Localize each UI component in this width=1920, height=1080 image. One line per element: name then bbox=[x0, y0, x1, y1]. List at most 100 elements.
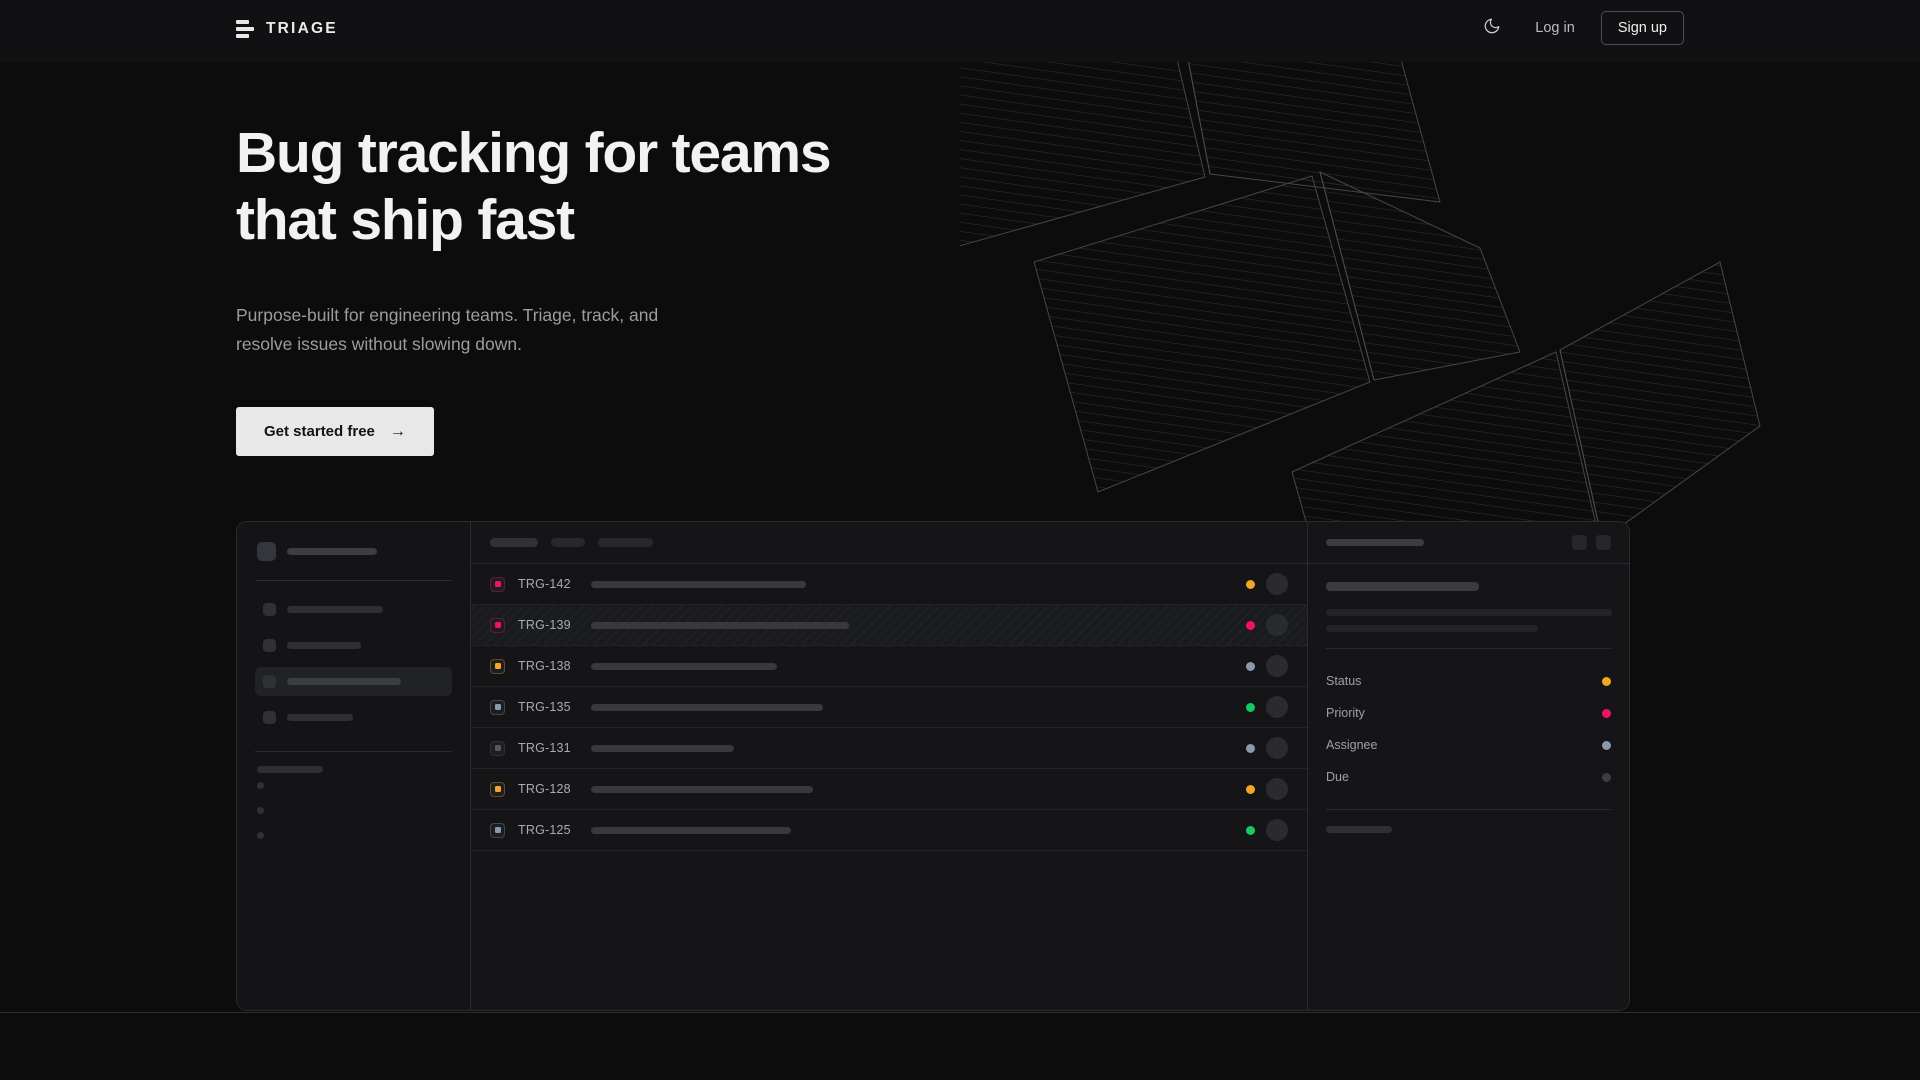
sidebar-nav bbox=[255, 595, 452, 732]
detail-meta-due[interactable]: Due bbox=[1326, 761, 1611, 793]
detail-divider-bottom bbox=[1326, 809, 1611, 810]
detail-description-line-2 bbox=[1326, 625, 1538, 632]
detail-header-title-placeholder bbox=[1326, 539, 1424, 546]
issue-row-meta bbox=[1246, 696, 1288, 718]
sidebar-item-3[interactable] bbox=[255, 667, 452, 696]
detail-description-line-1 bbox=[1326, 609, 1612, 616]
detail-meta-priority[interactable]: Priority bbox=[1326, 697, 1611, 729]
detail-meta-label: Assignee bbox=[1326, 738, 1378, 752]
workspace-logo-placeholder bbox=[257, 542, 276, 561]
detail-meta-value-dot bbox=[1602, 740, 1611, 750]
avatar[interactable] bbox=[1266, 819, 1288, 841]
avatar[interactable] bbox=[1266, 737, 1288, 759]
issue-title-placeholder bbox=[591, 826, 791, 834]
issue-type-icon bbox=[490, 781, 505, 797]
app-sidebar bbox=[237, 522, 471, 1010]
status-badge bbox=[1246, 661, 1255, 671]
detail-meta-assignee[interactable]: Assignee bbox=[1326, 729, 1611, 761]
detail-meta-value-dot bbox=[1602, 676, 1611, 686]
detail-meta-label: Due bbox=[1326, 770, 1349, 784]
issue-row-meta bbox=[1246, 655, 1288, 677]
sidebar-section-label-placeholder bbox=[257, 766, 323, 773]
sidebar-sub-item-3[interactable] bbox=[255, 823, 452, 848]
issue-title-placeholder bbox=[591, 785, 813, 793]
status-badge bbox=[1246, 784, 1255, 794]
issue-id: TRG-135 bbox=[518, 700, 571, 714]
avatar[interactable] bbox=[1266, 778, 1288, 800]
triage-bars-icon bbox=[236, 19, 254, 39]
brand-name: TRIAGE bbox=[266, 20, 338, 37]
workspace-name-placeholder bbox=[287, 548, 377, 555]
issue-id: TRG-128 bbox=[518, 782, 571, 796]
list-tab-2[interactable] bbox=[551, 538, 585, 547]
sidebar-sub-item-dot-icon bbox=[257, 782, 264, 789]
table-row[interactable]: TRG-131 bbox=[471, 728, 1307, 769]
issue-title-placeholder bbox=[591, 662, 777, 670]
issue-row-meta bbox=[1246, 819, 1288, 841]
issue-row-meta bbox=[1246, 778, 1288, 800]
table-row[interactable]: TRG-128 bbox=[471, 769, 1307, 810]
login-link[interactable]: Log in bbox=[1535, 20, 1575, 36]
page-title: Bug tracking for teams that ship fast bbox=[236, 121, 832, 252]
list-tab-1[interactable] bbox=[490, 538, 538, 547]
table-row[interactable]: TRG-142 bbox=[471, 564, 1307, 605]
detail-meta-status[interactable]: Status bbox=[1326, 665, 1611, 697]
hero-section: Bug tracking for teams that ship fast Pu… bbox=[236, 120, 832, 457]
sidebar-item-1[interactable] bbox=[255, 595, 452, 624]
sidebar-item-icon bbox=[263, 711, 276, 724]
issue-type-icon bbox=[490, 617, 505, 633]
theme-toggle-button[interactable] bbox=[1475, 11, 1509, 45]
site-header: TRIAGE Log in Sign up bbox=[0, 0, 1920, 62]
sidebar-section-label bbox=[255, 766, 452, 773]
issue-type-icon bbox=[490, 699, 505, 715]
hatched-panels-graphic bbox=[960, 62, 1761, 562]
detail-activity-item-2 bbox=[1326, 851, 1611, 869]
workspace-switcher[interactable] bbox=[255, 540, 452, 561]
get-started-button[interactable]: Get started free → bbox=[236, 407, 434, 457]
sidebar-sub-item-2[interactable] bbox=[255, 798, 452, 823]
hero-decorative-shapes bbox=[0, 62, 1920, 562]
avatar[interactable] bbox=[1266, 573, 1288, 595]
table-row[interactable]: TRG-135 bbox=[471, 687, 1307, 728]
status-badge bbox=[1246, 579, 1255, 589]
issue-type-icon bbox=[490, 576, 505, 592]
avatar[interactable] bbox=[1266, 614, 1288, 636]
detail-header-button-1[interactable] bbox=[1572, 535, 1587, 550]
brand-logo[interactable]: TRIAGE bbox=[236, 19, 338, 39]
issue-title-placeholder bbox=[591, 703, 823, 711]
table-row[interactable]: TRG-139 bbox=[471, 605, 1307, 646]
sidebar-sub-items bbox=[255, 773, 452, 848]
signup-button[interactable]: Sign up bbox=[1600, 11, 1684, 45]
sidebar-item-icon bbox=[263, 675, 276, 688]
sidebar-item-2[interactable] bbox=[255, 631, 452, 660]
detail-header-actions bbox=[1572, 535, 1611, 550]
issue-title-placeholder bbox=[591, 580, 806, 588]
sidebar-item-4[interactable] bbox=[255, 703, 452, 732]
detail-header bbox=[1308, 522, 1629, 564]
list-tab-3[interactable] bbox=[598, 538, 653, 547]
status-badge bbox=[1246, 825, 1255, 835]
cta-label: Get started free bbox=[264, 423, 375, 441]
sidebar-sub-item-dot-icon bbox=[257, 807, 264, 814]
table-row[interactable]: TRG-125 bbox=[471, 810, 1307, 851]
detail-header-button-2[interactable] bbox=[1596, 535, 1611, 550]
avatar[interactable] bbox=[1266, 696, 1288, 718]
avatar[interactable] bbox=[1266, 655, 1288, 677]
table-row[interactable]: TRG-138 bbox=[471, 646, 1307, 687]
detail-title-placeholder bbox=[1326, 582, 1479, 591]
detail-activity-avatars bbox=[1326, 833, 1611, 869]
issue-id: TRG-138 bbox=[518, 659, 571, 673]
sidebar-divider-top bbox=[255, 580, 452, 581]
issue-id: TRG-131 bbox=[518, 741, 571, 755]
detail-activity-label-placeholder bbox=[1326, 826, 1392, 833]
detail-meta-value-dot bbox=[1602, 772, 1611, 782]
issue-title-placeholder bbox=[591, 744, 734, 752]
sidebar-divider-bottom bbox=[255, 751, 452, 752]
sidebar-sub-item-1[interactable] bbox=[255, 773, 452, 798]
issue-id: TRG-142 bbox=[518, 577, 571, 591]
sidebar-item-label-placeholder bbox=[287, 642, 361, 649]
